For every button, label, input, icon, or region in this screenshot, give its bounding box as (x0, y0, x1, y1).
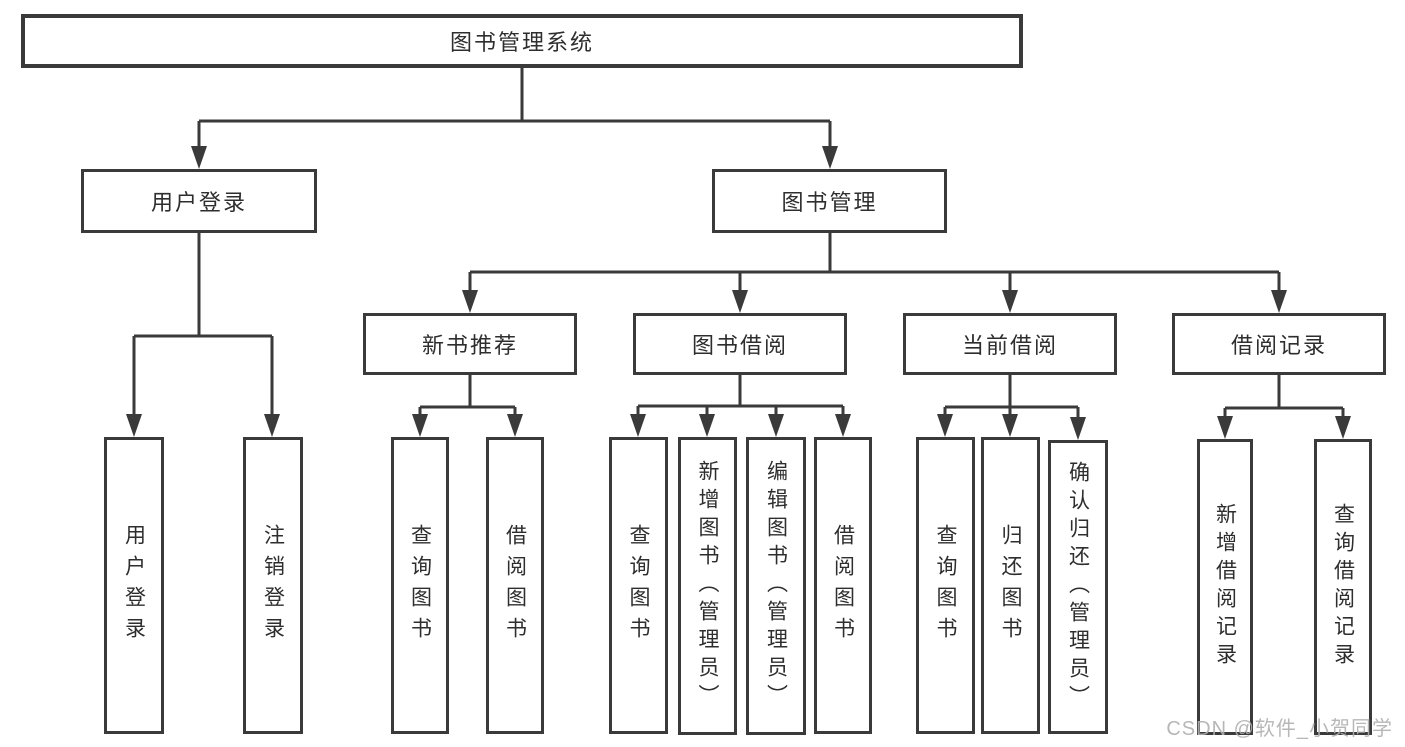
leaf-add-books-admin: 新增图书（管理员） (678, 437, 737, 735)
leaf-borrow-books: 借阅图书 (486, 437, 544, 734)
leaf-borrow-books-label: 借阅图书 (831, 523, 855, 648)
leaf-query-books: 查询图书 (391, 437, 449, 734)
leaf-user-login-label: 用户登录 (122, 523, 146, 648)
node-book-management: 图书管理 (712, 169, 947, 233)
leaf-add-borrow-record-label: 新增借阅记录 (1213, 503, 1237, 671)
leaf-confirm-return-admin: 确认归还（管理员） (1048, 440, 1108, 734)
node-user-login: 用户登录 (81, 169, 317, 233)
node-borrowing-records: 借阅记录 (1172, 313, 1386, 375)
leaf-query-books-label: 查询图书 (934, 523, 957, 648)
leaf-edit-books-admin: 编辑图书（管理员） (746, 437, 806, 735)
leaf-return-books: 归还图书 (981, 437, 1040, 734)
leaf-confirm-return-admin-label: 确认归还（管理员） (1066, 461, 1090, 713)
leaf-query-books-label: 查询图书 (627, 523, 650, 648)
leaf-edit-books-admin-label: 编辑图书（管理员） (764, 460, 788, 712)
leaf-logout: 注销登录 (243, 437, 303, 734)
leaf-borrow-books: 借阅图书 (814, 437, 872, 734)
leaf-query-books: 查询图书 (916, 437, 975, 734)
leaf-borrow-books-label: 借阅图书 (503, 523, 527, 648)
node-library-management-system: 图书管理系统 (21, 14, 1023, 68)
node-book-borrowing: 图书借阅 (633, 313, 847, 375)
leaf-query-borrow-record-label: 查询借阅记录 (1331, 503, 1355, 671)
leaf-logout-label: 注销登录 (261, 523, 285, 648)
leaf-add-books-admin-label: 新增图书（管理员） (696, 460, 719, 712)
csdn-watermark: CSDN @软件_小贺同学 (1166, 718, 1393, 740)
node-new-book-recommendation: 新书推荐 (363, 313, 577, 375)
leaf-add-borrow-record: 新增借阅记录 (1197, 439, 1253, 735)
leaf-query-books: 查询图书 (609, 437, 668, 734)
leaf-query-books-label: 查询图书 (408, 523, 432, 648)
leaf-user-login: 用户登录 (104, 437, 164, 734)
node-current-borrowing: 当前借阅 (903, 313, 1117, 375)
leaf-return-books-label: 归还图书 (999, 523, 1022, 648)
leaf-query-borrow-record: 查询借阅记录 (1314, 439, 1372, 735)
